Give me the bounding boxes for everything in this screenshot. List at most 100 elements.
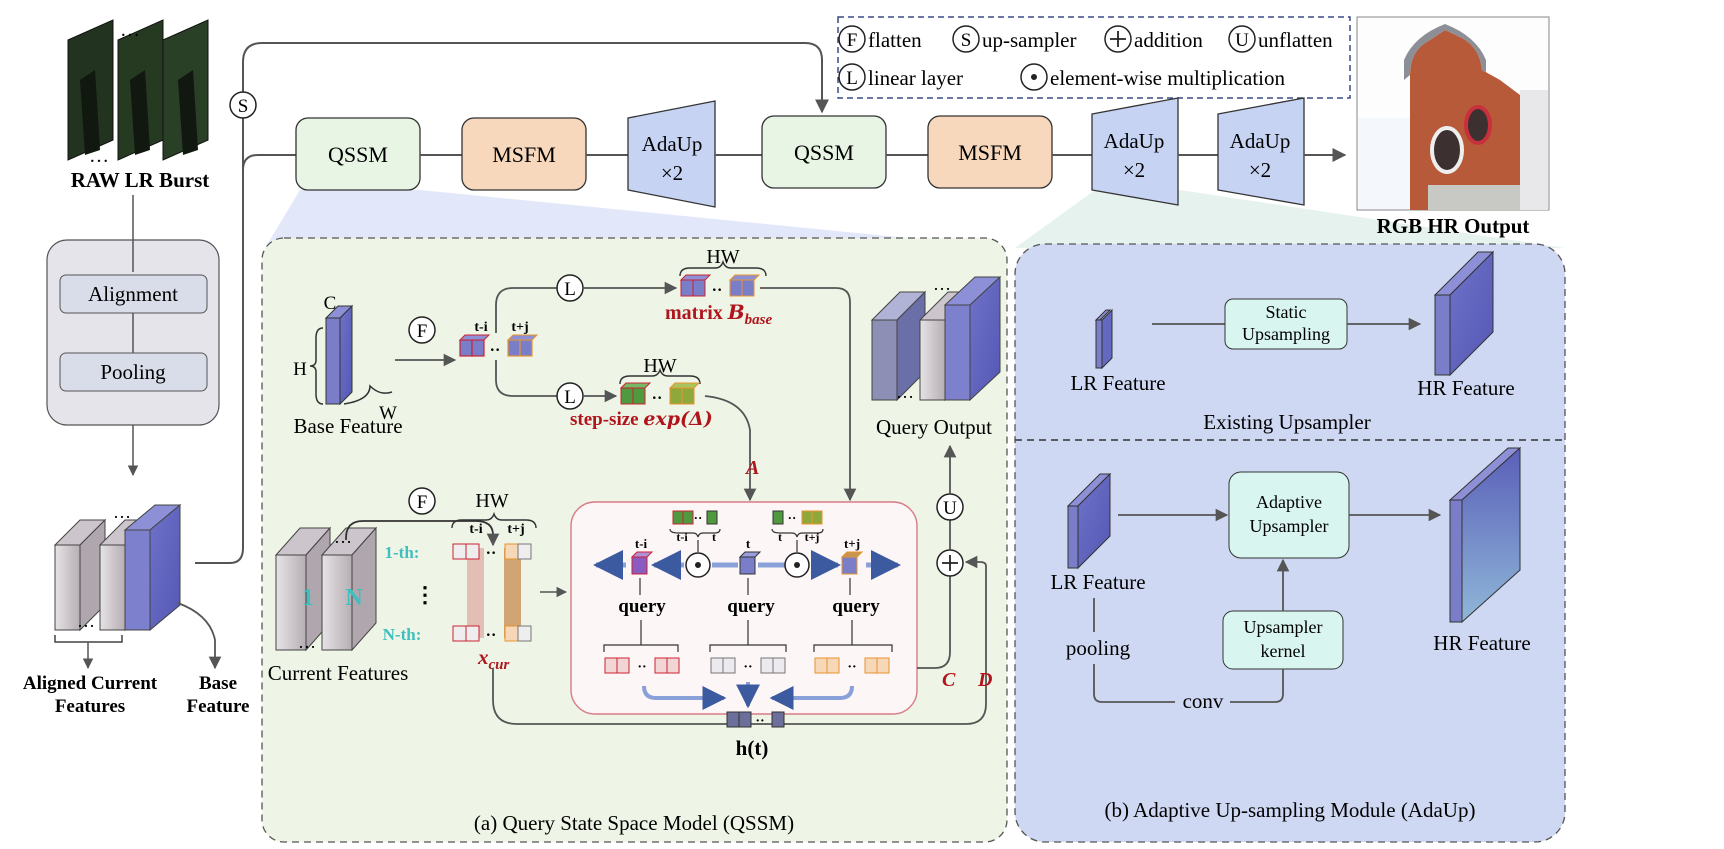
- nth-row-label: N-th:: [383, 625, 422, 644]
- svg-text:t+j: t+j: [844, 536, 860, 551]
- adaup-block-2: [1091, 97, 1179, 206]
- flatten-icon: [838, 25, 866, 53]
- legend-unflatten-label: unflatten: [1258, 28, 1333, 52]
- svg-text:··: ··: [490, 342, 501, 359]
- svg-text:…: …: [120, 19, 140, 41]
- svg-text:t: t: [778, 530, 782, 544]
- lr-feature-bottom-cube: [1066, 472, 1112, 570]
- query-output-stack: … …: [870, 274, 1002, 402]
- t-i-column-highlight: [467, 548, 484, 638]
- adaptive-upsampler-box: [1228, 471, 1350, 559]
- hr-feature-bottom-label: HR Feature: [1433, 631, 1530, 655]
- legend-addition-label: addition: [1134, 28, 1203, 52]
- svg-text:F: F: [417, 492, 428, 513]
- svg-text:··: ··: [486, 627, 497, 644]
- svg-text:··: ··: [712, 282, 723, 299]
- qssm-panel-caption: (a) Query State Space Model (QSSM): [474, 811, 794, 835]
- a-label: A: [744, 457, 759, 479]
- svg-text:··: ··: [847, 660, 856, 675]
- step-size-label: step-size exp(Δ): [570, 408, 713, 430]
- qssm-2-label: QSSM: [794, 140, 854, 165]
- current-features-label: Current Features: [268, 661, 409, 685]
- msfm-1-label: MSFM: [492, 142, 556, 167]
- svg-text:··: ··: [788, 510, 797, 525]
- qssm-1-label: QSSM: [328, 142, 388, 167]
- query-output-label: Query Output: [876, 415, 992, 439]
- pooling-box: [59, 352, 208, 392]
- lr-feature-bottom-label: LR Feature: [1050, 570, 1145, 594]
- svg-text:HW: HW: [643, 355, 676, 377]
- query-label-center: query: [727, 596, 775, 617]
- svg-text:⋮: ⋮: [414, 582, 436, 607]
- query-label-left: query: [618, 596, 666, 617]
- rgb-hr-output-image: [1356, 16, 1550, 211]
- query-token-group-center: ··: [710, 657, 786, 675]
- conv-label: conv: [1183, 689, 1224, 713]
- query-token-group-left: ··: [604, 657, 680, 675]
- svg-text:×2: ×2: [1123, 158, 1145, 182]
- aligned-features-label: Aligned Current: [23, 673, 158, 694]
- matrix-b-label: matrix Bbase: [665, 300, 773, 328]
- legend-linear-label: linear layer: [868, 66, 963, 90]
- flattened-base-tokens: ··: [458, 334, 539, 359]
- svg-text:t-i: t-i: [676, 530, 688, 544]
- t-j-column-highlight: [504, 548, 521, 638]
- flatten-node-current: [408, 487, 436, 515]
- legend-flatten-label: flatten: [868, 28, 922, 52]
- svg-text:··: ··: [637, 660, 646, 675]
- svg-text:U: U: [1235, 30, 1249, 51]
- msfm-block-2: [927, 115, 1053, 189]
- unflatten-icon: [1228, 25, 1256, 53]
- svg-text:t+j: t+j: [511, 320, 528, 335]
- svg-text:··: ··: [743, 660, 752, 675]
- svg-text:··: ··: [694, 510, 703, 525]
- svg-text:Upsampler: Upsampler: [1250, 516, 1329, 536]
- svg-text:AdaUp: AdaUp: [642, 132, 703, 156]
- svg-text:AdaUp: AdaUp: [1104, 129, 1165, 153]
- base-feature-label-left: Base: [199, 673, 237, 694]
- svg-text:kernel: kernel: [1261, 641, 1306, 661]
- svg-text:AdaUp: AdaUp: [1230, 129, 1291, 153]
- svg-text:Features: Features: [55, 696, 125, 717]
- current-tokens-row1: ··: [452, 543, 532, 562]
- hidden-state-tokens: ··: [726, 711, 785, 729]
- raw-lr-burst-label: RAW LR Burst: [71, 168, 209, 192]
- svg-text:HW: HW: [706, 246, 739, 268]
- svg-text:Upsampler: Upsampler: [1244, 617, 1323, 637]
- scan-top-tokens: ·· ··: [672, 510, 823, 525]
- adaup-panel-caption: (b) Adaptive Up-sampling Module (AdaUp): [1105, 798, 1476, 822]
- svg-text:L: L: [846, 68, 858, 89]
- current-tokens-rowN: ··: [452, 625, 532, 644]
- svg-text:··: ··: [486, 545, 497, 562]
- pooling-label: Pooling: [100, 360, 166, 384]
- svg-text:…: …: [298, 632, 316, 652]
- qssm-projection-shade: [265, 190, 1010, 248]
- c-label: C: [942, 669, 956, 691]
- svg-text:t: t: [712, 530, 716, 544]
- svg-text:C: C: [324, 293, 337, 314]
- svg-text:t: t: [746, 536, 751, 551]
- svg-text:t-i: t-i: [635, 536, 648, 551]
- current-features-stack: … …: [274, 526, 378, 652]
- svg-text:H: H: [293, 359, 307, 380]
- msfm-2-label: MSFM: [958, 140, 1022, 165]
- adaup-projection-shade: [1015, 190, 1565, 248]
- svg-text:Static: Static: [1266, 302, 1307, 322]
- step-size-tokens: ··: [619, 382, 701, 407]
- svg-text:…: …: [334, 527, 352, 547]
- legend-up-sampler-label: up-sampler: [982, 28, 1076, 52]
- svg-text:HW: HW: [475, 490, 508, 512]
- lr-feature-top-label: LR Feature: [1070, 371, 1165, 395]
- legend-mult-label: element-wise multiplication: [1050, 66, 1286, 90]
- svg-text:…: …: [896, 382, 914, 402]
- feature-1-label: 1: [302, 585, 314, 611]
- feature-n-label: N: [345, 585, 363, 611]
- svg-text:…: …: [89, 145, 109, 167]
- flatten-node-base: [408, 316, 436, 344]
- hr-feature-top-label: HR Feature: [1417, 376, 1514, 400]
- svg-text:Feature: Feature: [187, 696, 250, 717]
- up-sampler-node: [229, 91, 257, 119]
- svg-text:t-i: t-i: [469, 522, 482, 537]
- adaup-block-1: [627, 100, 716, 208]
- svg-text:L: L: [564, 387, 576, 408]
